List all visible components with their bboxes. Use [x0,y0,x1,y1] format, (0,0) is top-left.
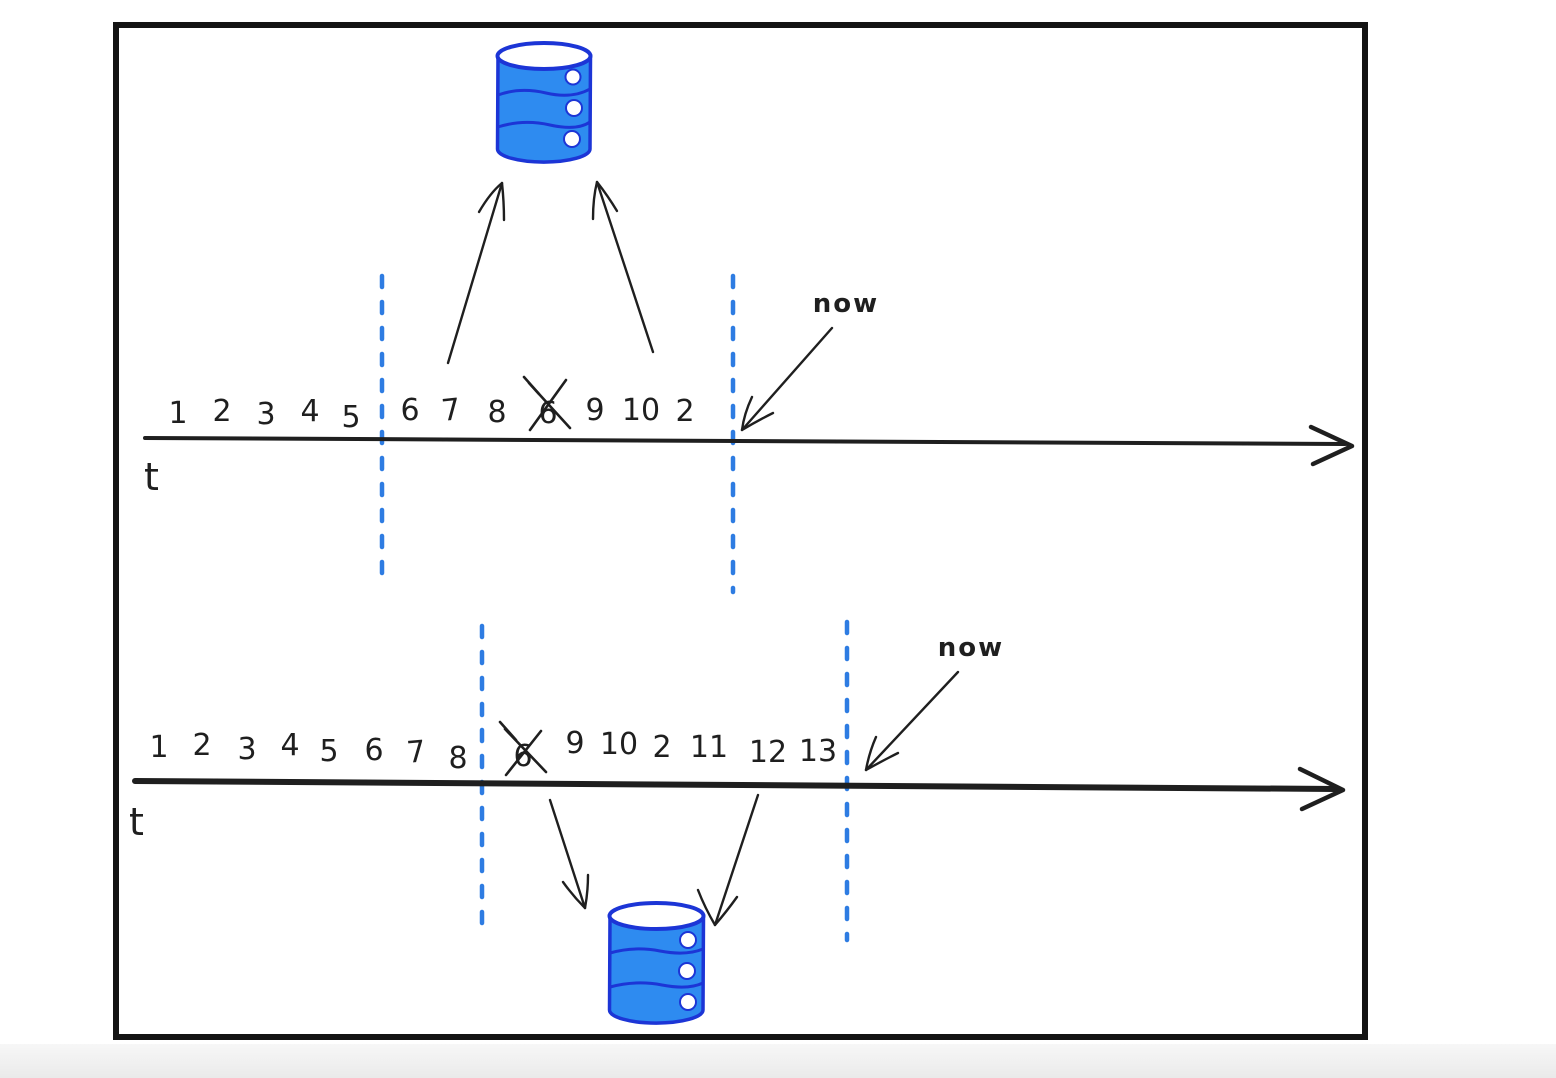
timeline-value: 4 [280,728,299,763]
timeline-value: 2 [652,730,671,765]
strikethrough-cross [522,375,572,432]
database-band [496,87,592,97]
timeline-value: 9 [565,726,584,761]
database-icon [607,901,706,1025]
store-arrow-right [696,793,760,927]
timeline-value: 13 [799,734,837,769]
timeline-value: 2 [192,728,211,763]
time-axis-label: t [129,800,144,844]
timeline-value: 7 [440,392,463,429]
timeline-values: 1 2 3 4 5 6 7 8 6 9 10 2 [168,392,694,435]
timeline-value: 9 [585,393,604,428]
database-top-ellipse [607,901,706,931]
timeline-value: 7 [405,734,427,771]
canvas-frame [113,22,1368,1040]
timeline-value: 12 [749,735,787,770]
timeline-value: 5 [319,734,338,769]
timeline-value: 6 [364,733,383,768]
bottom-timeline-section: t 1 2 3 4 5 6 7 8 6 9 10 2 11 12 13 [129,619,1346,1025]
database-top-ellipse [495,41,593,71]
store-arrow-left [548,798,590,910]
timeline-value: 3 [256,397,275,432]
timeline-value: 8 [487,395,506,430]
timeline-value: 1 [168,396,187,431]
now-arrow [740,326,834,432]
ingest-arrow-left [446,181,506,365]
database-dot [563,130,581,148]
timeline-value: 5 [341,400,360,435]
timeline-value: 11 [690,730,728,765]
timeline-value: 4 [300,394,319,429]
now-label: now [938,633,1004,663]
database-band [608,981,705,989]
timeline-value: 2 [675,394,694,429]
strikethrough-cross [498,720,548,777]
timeline-value: 6 [400,393,419,428]
database-dot [565,99,583,117]
timeline-value: 10 [622,393,660,428]
database-band [608,947,705,955]
database-dot [679,931,697,949]
timeline-values: 1 2 3 4 5 6 7 8 6 9 10 2 11 12 13 [149,726,837,776]
database-dot [564,68,582,86]
timeline-value: 2 [212,394,231,429]
ingest-arrow-right [591,180,655,354]
database-dot [678,962,696,980]
timeline-value-crossed: 6 [538,396,557,431]
database-band [496,120,592,129]
time-axis-label: t [144,455,159,499]
timeline-value: 8 [448,741,467,776]
database-dot [679,993,697,1011]
timeline-value: 10 [600,727,638,762]
footer-strip [0,1044,1556,1078]
time-axis [132,766,1346,812]
time-axis [143,424,1355,467]
now-arrow [864,670,960,772]
database-icon [495,41,593,164]
top-timeline-section: t 1 2 3 4 5 6 7 8 6 9 10 2 now [143,41,1355,595]
timeline-value: 3 [237,732,256,767]
timeline-value: 1 [149,730,168,765]
now-label: now [813,289,879,319]
